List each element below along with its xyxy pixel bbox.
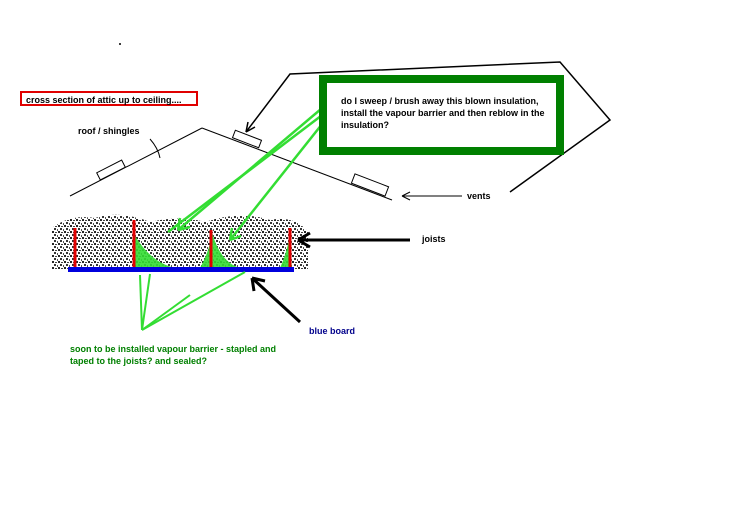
vent-left — [96, 159, 126, 181]
note-arrows — [139, 271, 246, 331]
roof-arrow — [149, 138, 161, 159]
question-box: do I sweep / brush away this blown insul… — [319, 75, 564, 155]
joists-arrow — [297, 231, 410, 249]
roof-line-right — [201, 127, 393, 201]
vapour-barrier-note: soon to be installed vapour barrier - st… — [70, 344, 277, 366]
roof-label: roof / shingles — [78, 126, 140, 136]
blown-insulation — [52, 214, 308, 270]
vent-top — [231, 129, 263, 149]
joists-label: joists — [422, 234, 446, 244]
callout-outline — [245, 61, 612, 193]
vents-label: vents — [467, 191, 491, 201]
question-text: do I sweep / brush away this blown insul… — [341, 96, 545, 130]
diagram-title: cross section of attic up to ceiling.... — [20, 91, 198, 106]
callout-arrowhead — [245, 121, 256, 133]
vapour-barrier-fill — [134, 232, 292, 270]
stray-dot — [119, 43, 121, 45]
blue-board-bar — [68, 267, 294, 272]
blue-board-arrow — [250, 276, 302, 324]
vent-right — [350, 173, 390, 197]
roof-line-left — [69, 127, 203, 197]
vents-arrowhead — [401, 191, 411, 201]
blue-board-label: blue board — [309, 326, 356, 336]
